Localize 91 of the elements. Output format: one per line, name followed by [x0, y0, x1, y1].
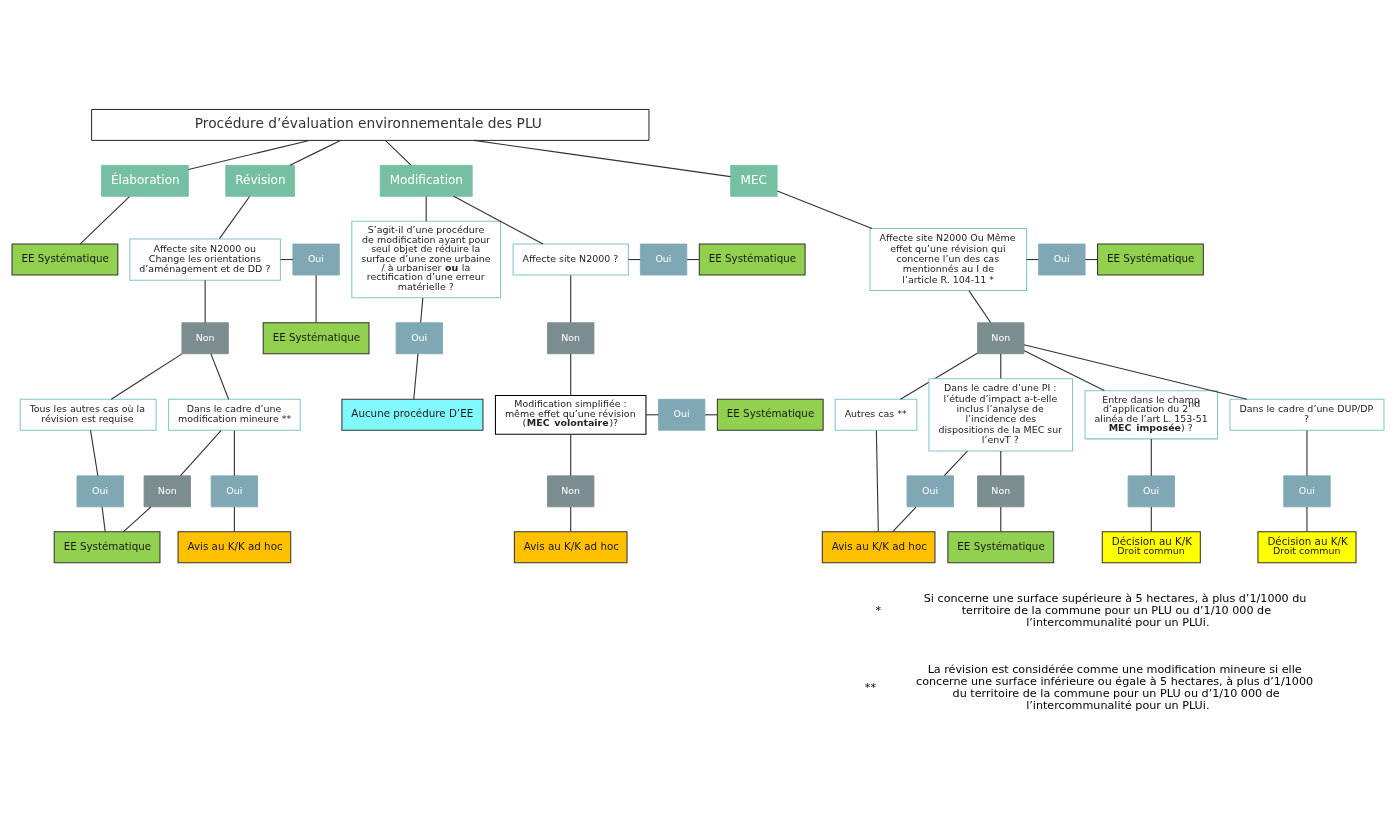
connector [1150, 506, 1152, 533]
node-box: Aucune procédure D’EE [341, 398, 484, 431]
connector [204, 279, 206, 324]
node-box: Oui [210, 475, 259, 508]
connector [892, 506, 917, 533]
node-box: Élaboration [101, 164, 189, 197]
node-box: Dans le cadre d’une modification mineure ** [168, 398, 301, 431]
node-box: Décision au K/K Droit commun [1257, 531, 1357, 564]
node-box: Avis au K/K ad hoc [821, 531, 936, 564]
node-box: Oui [658, 398, 706, 431]
node-box: Oui [395, 322, 443, 355]
connector [899, 352, 978, 400]
node-box: Procédure d’évaluation environnementale des PLU [91, 109, 650, 141]
connector [122, 506, 152, 533]
node-box: EE Systématique [716, 398, 824, 431]
connector [90, 429, 99, 477]
node-box: Non [143, 475, 191, 508]
connector [218, 196, 251, 240]
node-box: Oui [906, 475, 954, 508]
node-box: Dans le cadre d’une DUP/DP ? [1229, 398, 1385, 431]
connector [570, 353, 572, 396]
node-box: Non [547, 475, 595, 508]
connector [420, 297, 424, 324]
node-box: Oui [76, 475, 124, 508]
node-box: Oui [639, 243, 688, 276]
node-box: EE Systématique [262, 322, 370, 355]
connector [473, 139, 731, 178]
connector [1023, 350, 1105, 392]
node-box: Non [977, 475, 1025, 508]
node-box: Affecte site N2000 ou Change les orientations d’aménagement et de DD ? [129, 238, 281, 281]
node-box: Avis au K/K ad hoc [513, 531, 628, 564]
node-box: Tous les autres cas où la révision est requise [19, 398, 157, 431]
node-box: S’agit-il d’une procédure de modification ayant pour seul objet de réduire la surface d’une zone urbaine / à urbaniser ou la rectification d’une erreur matérielle ? [351, 220, 502, 299]
node-box: Oui [292, 243, 340, 276]
node-box: EE Systématique [947, 531, 1055, 564]
node-box: Avis au K/K ad hoc [177, 531, 292, 564]
label: La révision est considérée comme une modification mineure si elle concerne une surface inférieure ou égale à 5 hectares, à plus d’1/1000 du territoire de la commune pour un PLU ou d’1/10 000 de l’intercommunalité pour un PLUi. [916, 663, 1314, 713]
node-box: EE Systématique [698, 243, 806, 276]
connector [413, 353, 419, 400]
connector [1306, 506, 1308, 533]
connector [1000, 353, 1002, 379]
node-box: EE Systématique [1097, 243, 1204, 276]
connector [1306, 429, 1308, 477]
node-box: Modification simplifiée : même effet qu’une révision (MEC volontaire)? [494, 394, 647, 435]
node-box: Non [181, 322, 229, 355]
connector [1150, 438, 1152, 477]
connector [704, 414, 718, 416]
connector [453, 195, 544, 245]
connector [968, 290, 992, 324]
node-box: Autres cas ** [834, 398, 918, 431]
node-box: Oui [1127, 475, 1175, 508]
label: Si concerne une surface supérieure à 5 hectares, à plus d’1/1000 du territoire de la commune pour un PLU ou d’1/10 000 de l’intercommunalité pour un PLUi. [923, 591, 1307, 629]
connector [210, 353, 230, 400]
connector [187, 139, 310, 171]
connector [1023, 344, 1248, 400]
connector [233, 506, 235, 533]
node-box: Décision au K/K Droit commun [1101, 531, 1201, 564]
connector [1000, 450, 1002, 477]
connector [233, 429, 235, 477]
node-box: Modification [379, 164, 473, 197]
node-box: MEC [730, 164, 778, 197]
node-box: Non [977, 322, 1025, 355]
node-box: Oui [1038, 243, 1086, 276]
connector [627, 258, 641, 261]
connector [1000, 506, 1002, 533]
label: ** [864, 681, 877, 695]
connector [686, 258, 700, 261]
connector [101, 506, 106, 533]
node-box: Oui [1283, 475, 1331, 508]
node-box: Non [547, 322, 595, 355]
connector [79, 196, 131, 245]
node-box: EE Systématique [53, 531, 161, 564]
connector [943, 450, 968, 477]
connector [110, 353, 183, 400]
connector [570, 274, 572, 324]
node-box: Dans le cadre d’une PI : l’étude d’impact a-t-elle inclus l’analyse de l’incidence des dispositions de la MEC sur l’envT ? [928, 378, 1074, 452]
connector [776, 190, 873, 230]
node-box: EE Systématique [11, 243, 119, 276]
connector [425, 196, 427, 222]
connector [315, 274, 317, 324]
label: * [875, 603, 882, 617]
node-box: Affecte site N2000 Ou Même effet qu’une révision qui concerne l’un des cas mentionnés au I de l’article R. 104-11 * [869, 228, 1028, 291]
connector [570, 433, 572, 477]
connector [570, 506, 572, 533]
node-box: Affecte site N2000 ? [512, 243, 629, 276]
connector [179, 429, 222, 477]
connector [875, 429, 879, 533]
connector [289, 139, 342, 166]
connector [385, 140, 412, 166]
node-box: Révision [225, 164, 295, 197]
connector [1084, 258, 1098, 261]
